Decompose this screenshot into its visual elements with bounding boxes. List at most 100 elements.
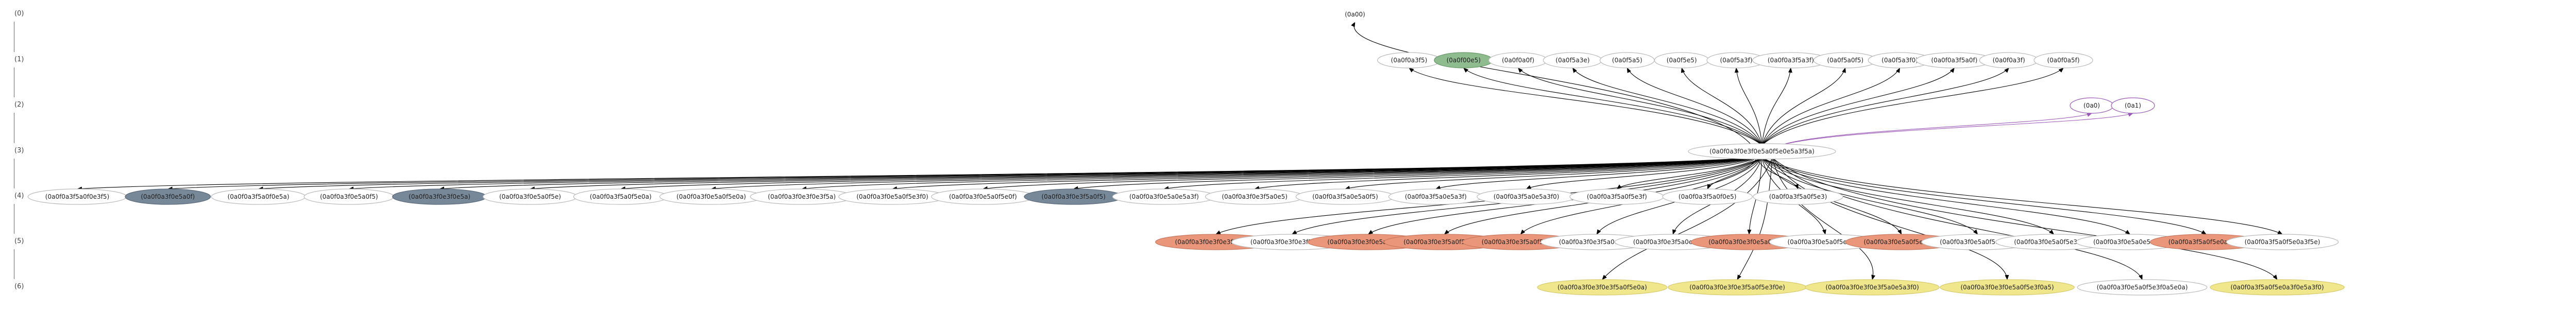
level4-node[interactable]: (0a0f0a3f0e5a0f)	[125, 188, 211, 205]
level-label: (5)	[14, 237, 24, 245]
level4-node[interactable]: (0a0f0a3f5a0f0e5)	[1662, 188, 1753, 205]
graph-edge	[1602, 157, 1773, 280]
graph-edge	[1772, 157, 1876, 280]
node-shape	[2033, 52, 2093, 68]
graph-edge	[1747, 157, 1762, 235]
graph-edge	[982, 157, 1757, 191]
graph-edge	[1215, 157, 1762, 235]
level1-node[interactable]: (0a0f5a3e)	[1543, 52, 1603, 68]
node-label: (0a0f0a3f0e3f0e5a0f5e0e5a3f5a)	[1709, 148, 1815, 155]
level4-node[interactable]: (0a0f0a3f0e5a0f5e)	[482, 188, 578, 205]
node-label: (0a0f0a3f0e5a0f5)	[320, 193, 378, 200]
level1-node[interactable]: (0a0f5a3f0)	[1868, 52, 1932, 68]
level6-node[interactable]: (0a0f0a3f0e3f0e3f5a0e5a3f0)	[1805, 279, 1940, 296]
node-label: (0a0f0a3f0e3f5a0e5a3f)	[1559, 238, 1635, 246]
node-label: (0a0f0a3f5a0f5e3f)	[1587, 193, 1647, 200]
level1-node[interactable]: (0a0f0a3f5a3f)	[1752, 52, 1829, 68]
graph-edge	[1777, 113, 2092, 147]
level4-node[interactable]: (0a0f0a3f5a0f0e3f5)	[27, 188, 127, 205]
level4-node[interactable]: (0a0f0a3f5a0f5e3f)	[1569, 188, 1665, 205]
level4-node[interactable]: (0a0f0a3f0e3f5a0f5)	[1024, 188, 1123, 205]
level1-node[interactable]: (0a0f5a0f5)	[1813, 52, 1877, 68]
graph-edge	[1073, 157, 1757, 191]
node-label: (0a0f0a3f5a3f)	[1768, 57, 1814, 64]
node-label: (0a0f0a3f5a0f5e0a3f0e5a3f0)	[2230, 284, 2324, 291]
root-node[interactable]: (0a00)	[1333, 6, 1377, 23]
level6-node[interactable]: (0a0f0a3f0e5a0f5e3f0a5e0a)	[2077, 279, 2208, 296]
node-label: (0a0f5a3e)	[1555, 57, 1589, 64]
node-label: (0a0f0a3f5a0f)	[1931, 57, 1977, 64]
node-label: (0a0f0a3f5a0f0e5a)	[228, 193, 290, 200]
node-label: (0a0f0a3f0e5a0e5a3f0)	[2093, 238, 2167, 246]
node-label: (0a0f0a3f0e5a0f5e3f0a)	[1940, 238, 2015, 246]
node-label: (0a0f0a3f0e5a0f5e3f0a5e0a)	[2097, 284, 2188, 291]
node-label: (0a0f0a3f0e3f5a0e5)	[1222, 193, 1287, 200]
level6-node[interactable]: (0a0f0a3f0e3f0e3f5a0f5e0a)	[1537, 279, 1668, 296]
node-label: (0a0f5e5)	[1667, 57, 1697, 64]
graph-edge	[1345, 157, 1757, 190]
level1-node[interactable]: (0a0f0a0f)	[1488, 52, 1548, 68]
level4-node[interactable]: (0a0f0a3f5a0f5e0a)	[573, 188, 668, 205]
level4-node[interactable]: (0a0f0a3f0e5a0f5e0f)	[931, 188, 1035, 205]
level4-node[interactable]: (0a0f0a3f5a0e5a3f0)	[1477, 188, 1576, 205]
node-shape	[1753, 188, 1843, 205]
graph-edge	[1761, 67, 1846, 146]
graph-edge	[258, 157, 1757, 191]
graph-edge	[1616, 157, 1757, 189]
level6-node[interactable]: (0a0f0a3f0e3f0e3f5a0f5e3f0e)	[1668, 279, 1807, 296]
node-shape	[1333, 6, 1377, 23]
level4-node[interactable]: (0a0f0a3f5a0e5a3f)	[1388, 188, 1483, 205]
level4-node[interactable]: (0a0f0a3f0e3f0e3f5a)	[750, 188, 854, 205]
level4-node[interactable]: (0a0f0a3f5a0f0e5a)	[211, 188, 306, 205]
graph-edge	[529, 157, 1757, 191]
level4-node[interactable]: (0a0f0a3f0e5a0e5a3f)	[1112, 188, 1216, 205]
node-label: (0a0f0a3f0e3f0e5a)	[409, 193, 470, 200]
node-label: (0a0f5a3f)	[1720, 57, 1752, 64]
node-label: (0a0f0a3f5)	[1391, 57, 1428, 64]
node-label: (0a0f0a3f)	[1993, 57, 2025, 64]
level1-node[interactable]: (0a0f0a3f)	[1979, 52, 2039, 68]
level1-node[interactable]: (0a0f0a3f5a0f)	[1916, 52, 1993, 68]
graph-edge	[1772, 157, 2009, 280]
level4-node[interactable]: (0a0f0a3f0e5a0f5e0a)	[659, 188, 764, 205]
graph-edge	[1761, 67, 1900, 146]
graph-edge	[1772, 157, 2278, 280]
graph-edge	[1626, 67, 1762, 146]
node-shape	[2210, 279, 2345, 296]
level1-node[interactable]: (0a0f0a3f5)	[1377, 52, 1441, 68]
level1-node[interactable]: (0a0f0a5f)	[2033, 52, 2093, 68]
level4-node[interactable]: (0a0f0a3f0e5a0f5)	[303, 188, 395, 205]
level2-node[interactable]: (0a1)	[2111, 97, 2155, 114]
node-label: (0a0)	[2083, 102, 2100, 109]
level4-node[interactable]: (0a0f0a3f0e3f0e5a)	[392, 188, 487, 205]
graph-edge	[348, 157, 1757, 191]
level1-node[interactable]: (0a0f00e5)	[1434, 52, 1494, 68]
node-label: (0a0f0a3f0e3f0e3f5a0f5e0a)	[1557, 284, 1647, 291]
hub-node[interactable]: (0a0f0a3f0e3f0e5a0f5e0e5a3f5a)	[1688, 143, 1836, 160]
level1-node[interactable]: (0a0f5a5)	[1600, 52, 1655, 68]
level4-node[interactable]: (0a0f0a3f5a0f5e3)	[1753, 188, 1843, 205]
level4-node[interactable]: (0a0f0a3f5a0e5a0f5)	[1295, 188, 1395, 205]
node-label: (0a0f0a3f5a0e5a0f5)	[1312, 193, 1378, 200]
level1-node[interactable]: (0a0f5a3f)	[1706, 52, 1766, 68]
node-layer: (0a00) (0a0f0a3f5) (0a0f00e5) (0a0f0a0f) (0a…	[27, 6, 2345, 296]
level5-node[interactable]: (0a0f0a3f5a0f5e0a3f5e)	[2226, 234, 2339, 250]
node-shape	[125, 188, 211, 205]
level4-node[interactable]: (0a0f0a3f0e3f5a0e5)	[1205, 188, 1304, 205]
node-label: (0a0f0a3f5a0f0e5)	[1679, 193, 1737, 200]
level4-node[interactable]: (0a0f0a3f0e5a0f5e3f0)	[838, 188, 947, 205]
node-shape	[1940, 279, 2075, 296]
graph-edge	[1734, 67, 1762, 146]
level6-node[interactable]: (0a0f0a3f5a0f5e0a3f0e5a3f0)	[2210, 279, 2345, 296]
level6-node[interactable]: (0a0f0a3f0e3f0e5a0f5e3f0a5)	[1940, 279, 2075, 296]
node-label: (0a0f0a3f0e5a0f5e0a3f)	[1787, 238, 1863, 246]
node-label: (0a0f0a3f0e3f0e5a0e5a3)	[1708, 238, 1790, 246]
edge-layer	[77, 22, 2283, 280]
level1-node[interactable]: (0a0f5e5)	[1654, 52, 1709, 68]
node-label: (0a0f0a3f5a0f5e0a3f0e)	[2168, 238, 2244, 246]
node-label: (0a0f5a3f0)	[1882, 57, 1918, 64]
node-label: (0a0f0a3f0e5a0f5e0a)	[676, 193, 746, 200]
graph-edge	[1761, 157, 2207, 235]
node-label: (0a0f00e5)	[1447, 57, 1481, 64]
level2-node[interactable]: (0a0)	[2070, 97, 2114, 114]
